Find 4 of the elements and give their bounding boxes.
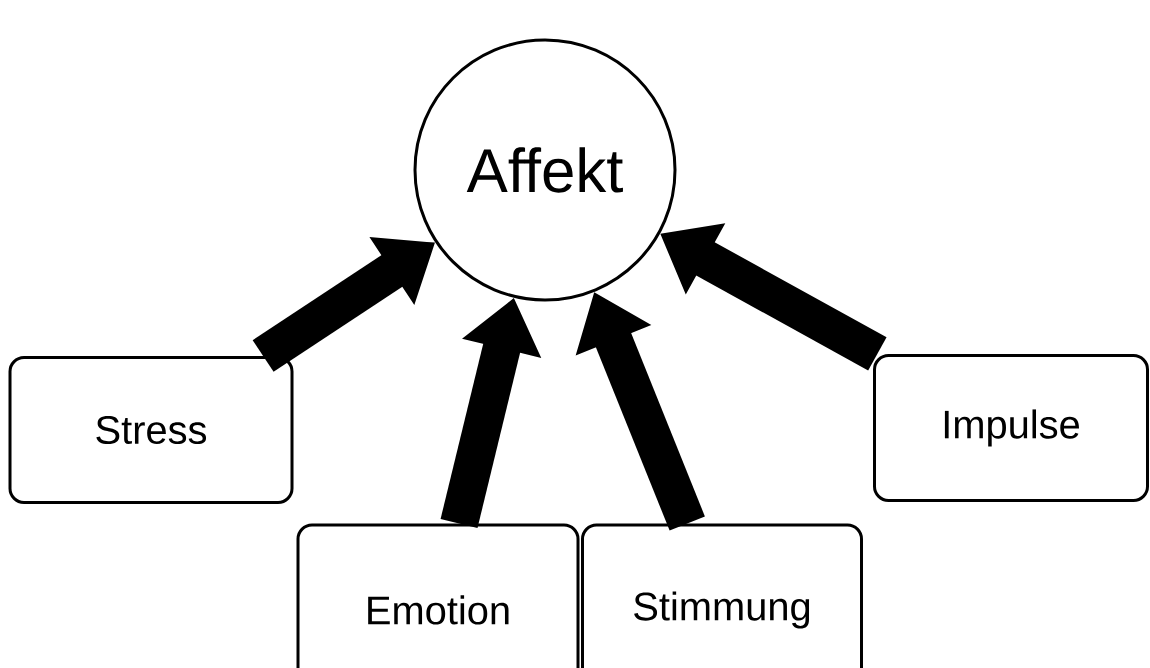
concept-box: Impulse (873, 354, 1149, 502)
concept-box: Stress (8, 356, 294, 504)
concept-box: Stimmung (581, 523, 863, 668)
concept-box: Emotion (296, 523, 580, 668)
